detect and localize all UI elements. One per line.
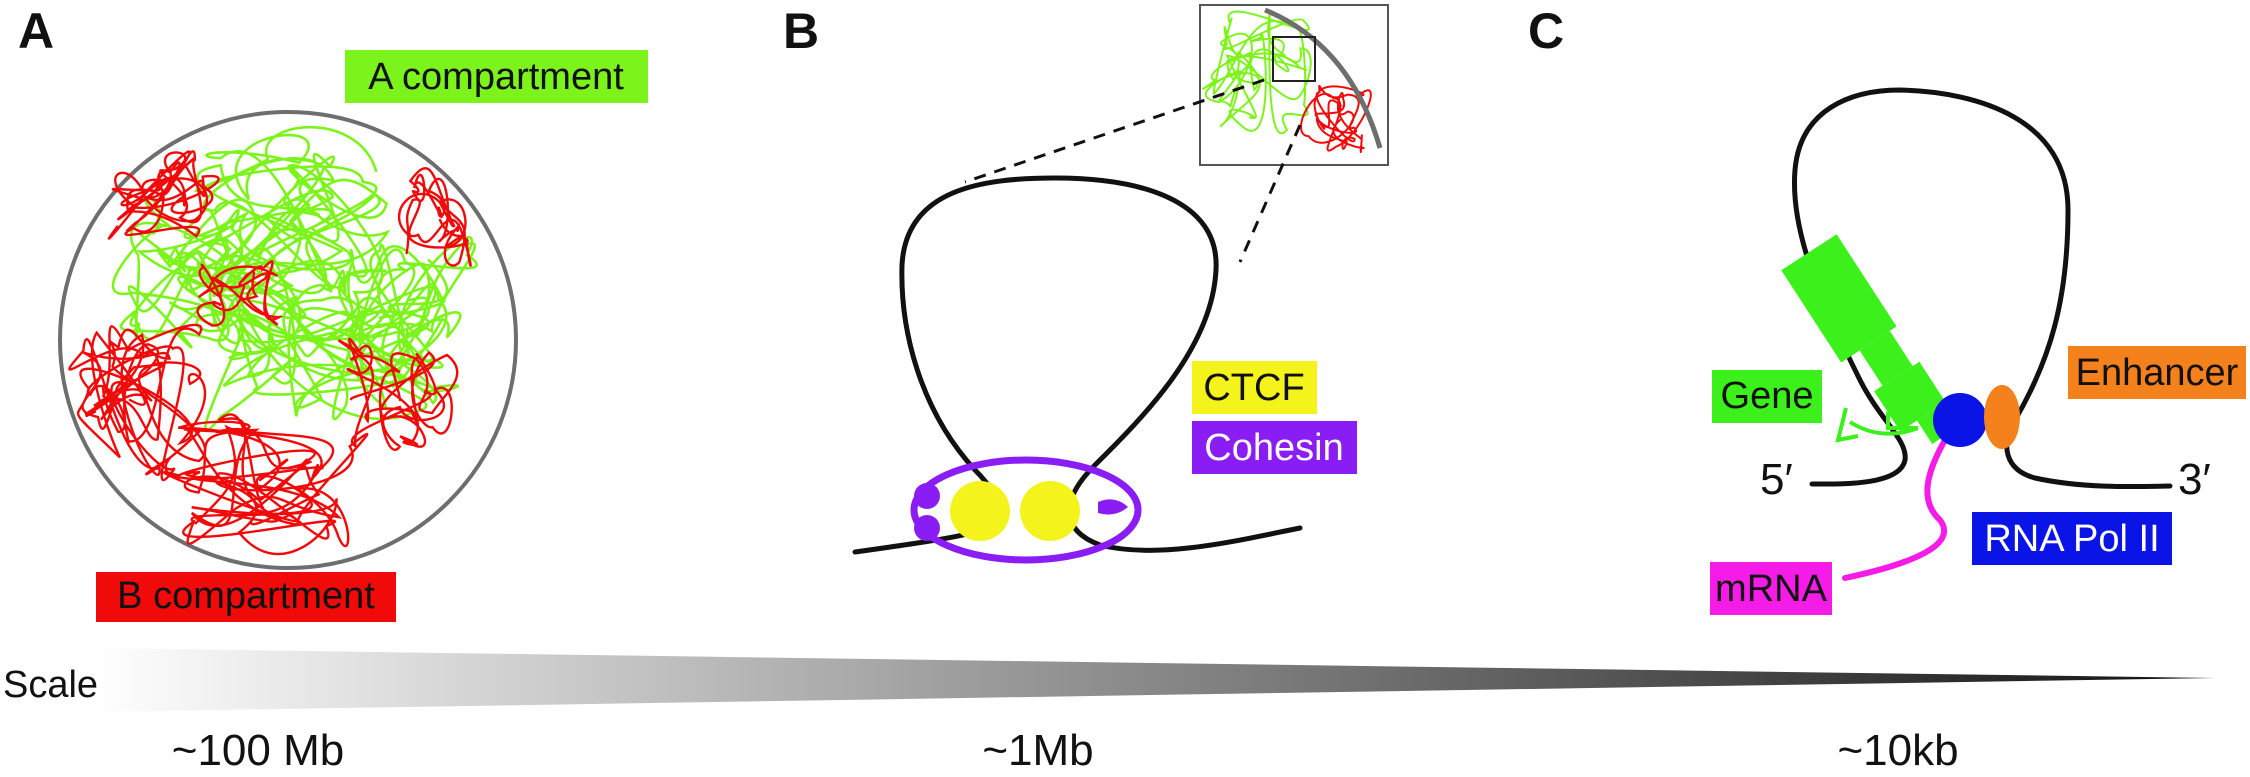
enhancer-label: Enhancer (2076, 352, 2239, 394)
chromatin-fibers (68, 126, 478, 556)
scale-size-10kb: ~10kb (1837, 726, 1958, 775)
inset-a-fiber (1202, 10, 1312, 135)
mrna-label-bg (1710, 562, 1832, 615)
ctcf-label-bg (1192, 361, 1317, 414)
gene-label: Gene (1721, 375, 1814, 417)
dna-loop (1791, 87, 2173, 490)
b-compartment-fiber (68, 323, 207, 481)
scale-size-100mb: ~100 Mb (172, 726, 344, 775)
scale-label: Scale (3, 664, 98, 706)
tss-arrow-head (1835, 407, 1859, 443)
scale-size-1mb: ~1Mb (982, 726, 1093, 775)
rna-pol-label: RNA Pol II (1984, 518, 2159, 560)
b-compartment-label: B compartment (117, 575, 375, 617)
cohesin-head-top (914, 483, 940, 509)
b-compartment-fiber (145, 413, 369, 556)
enhancer-element (1984, 385, 2020, 449)
inset-zoom-box (1272, 36, 1316, 82)
five-prime-label: 5′ (1760, 455, 1793, 504)
scale-wedge (92, 648, 2215, 712)
tss-arrow (1886, 412, 1918, 430)
b-compartment-fiber (196, 260, 284, 327)
b-compartment-fiber (397, 167, 472, 267)
scale-bar: Scale ~100 Mb ~1Mb ~10kb (3, 648, 2215, 775)
cohesin-hinge (1098, 499, 1128, 515)
cohesin-ring (910, 456, 1142, 564)
panel-a: A A compartment B compartment (18, 3, 648, 622)
mrna-strand (1842, 437, 1948, 581)
a-compartment-fiber (183, 126, 391, 340)
rna-pol-ii (1933, 393, 1987, 447)
cohesin-label-bg (1192, 421, 1357, 474)
panel-c-letter: C (1528, 3, 1564, 59)
b-compartment-label-bg (96, 572, 396, 622)
gene-label-bg (1712, 370, 1822, 423)
a-compartment-label: A compartment (368, 56, 624, 98)
inset-chromatin (1202, 10, 1372, 154)
mrna-label: mRNA (1715, 568, 1828, 610)
ctcf-right (1020, 481, 1080, 541)
panel-b: B CTCF Cohesin (783, 3, 1389, 564)
gene-block (1781, 234, 1958, 445)
zoom-line-left (964, 78, 1265, 184)
ctcf-left (950, 481, 1010, 541)
ctcf-label: CTCF (1203, 367, 1304, 409)
inset-b-fiber (1300, 84, 1372, 154)
panel-c: C Gene Enhancer 5′ 3′ RNA Pol II mRNA (1528, 3, 2246, 615)
three-prime-label: 3′ (2178, 455, 2211, 504)
enhancer-label-bg (2068, 346, 2246, 399)
zoom-line-right (1238, 124, 1302, 263)
tss-arrow-stem (1848, 420, 1919, 436)
inset-nuclear-envelope (1264, 7, 1383, 149)
rna-pol-label-bg (1972, 512, 2172, 565)
cohesin-label: Cohesin (1204, 427, 1343, 469)
cohesin-head-bottom (914, 515, 940, 541)
panel-a-letter: A (18, 3, 54, 59)
a-compartment-label-bg (345, 50, 648, 103)
panel-b-letter: B (783, 3, 819, 59)
b-compartment-fiber (107, 150, 220, 240)
b-compartment-fiber (338, 337, 459, 451)
a-compartment-fiber (111, 196, 258, 349)
